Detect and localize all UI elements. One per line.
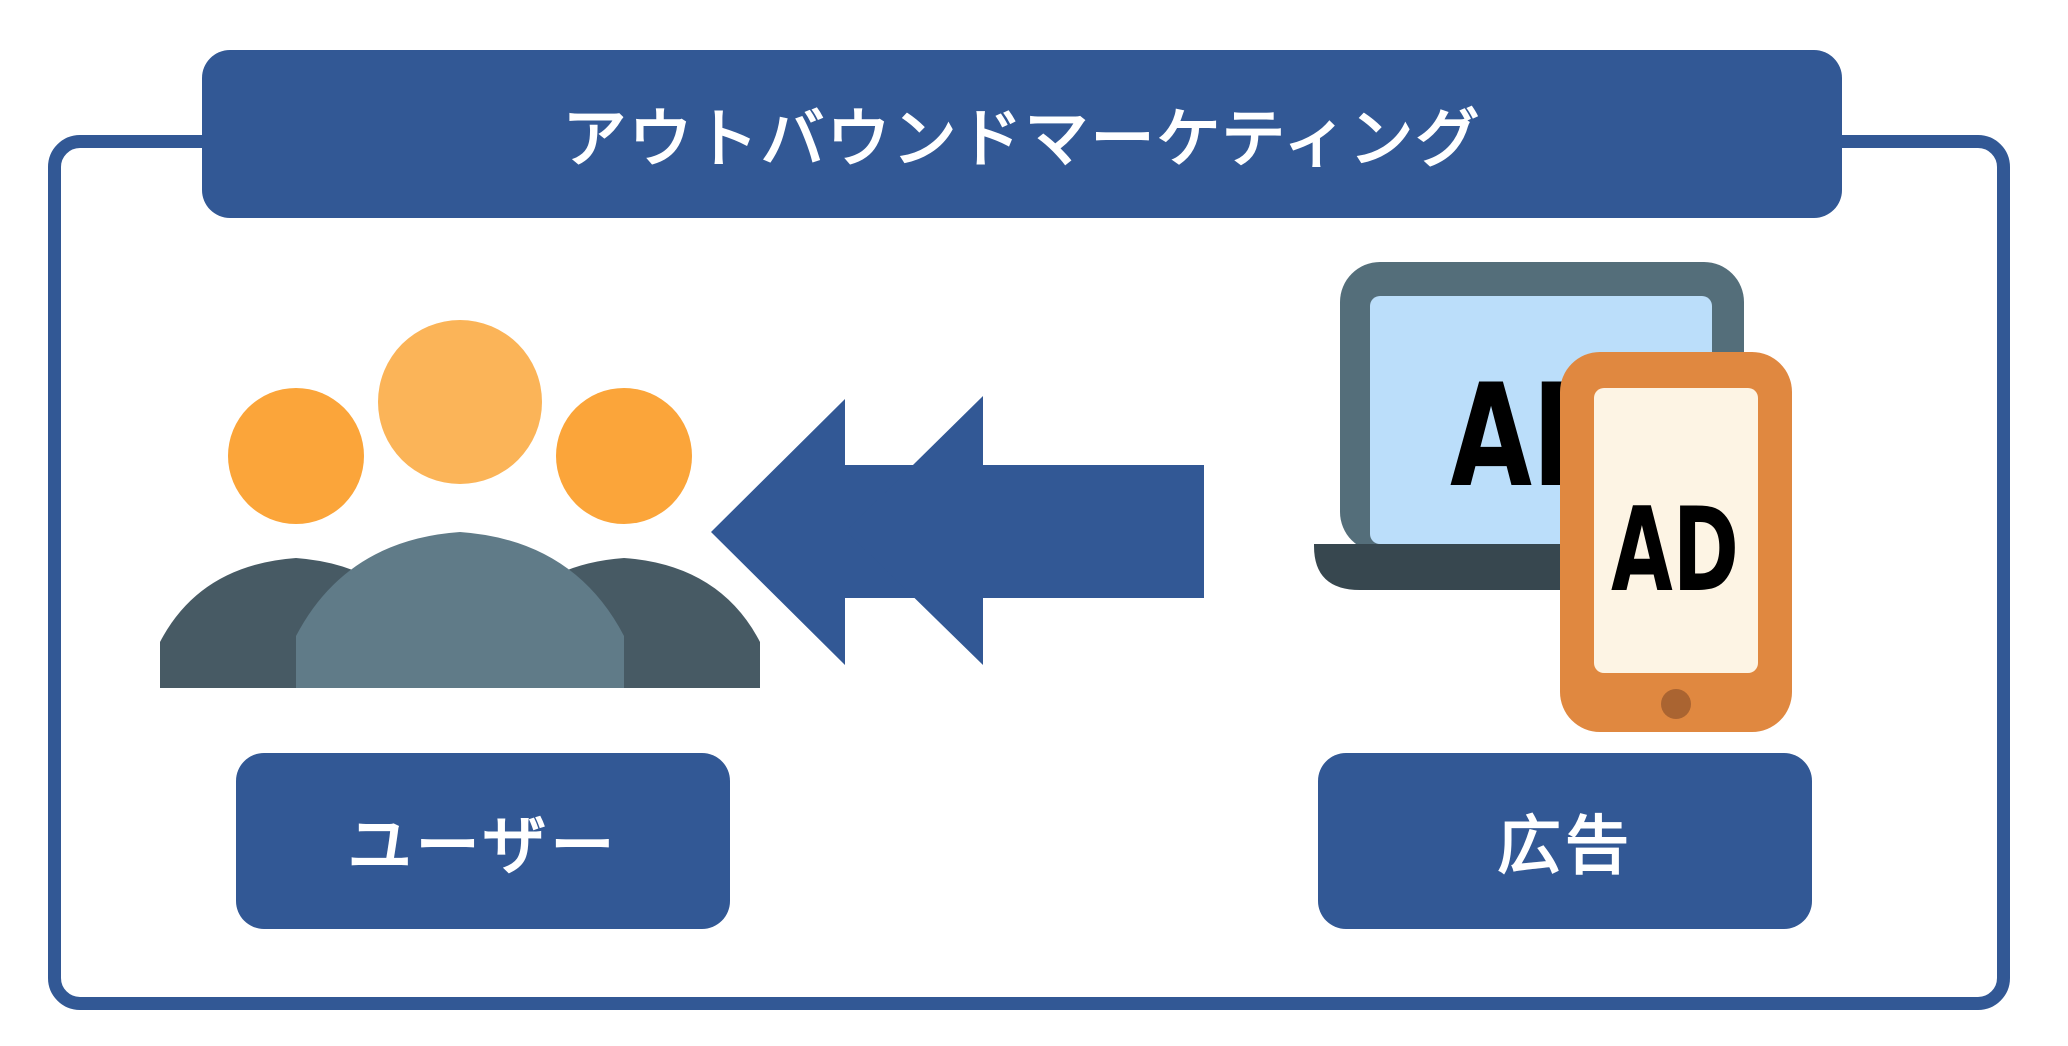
user-label-text: ユーザー bbox=[347, 810, 619, 884]
user-center-body bbox=[296, 532, 624, 688]
tablet-icon: AD bbox=[1560, 352, 1792, 732]
diagram-title: アウトバウンドマーケティング bbox=[202, 50, 1842, 218]
tablet-ad-text: AD bbox=[1611, 483, 1739, 618]
left-arrow-shaft bbox=[982, 465, 1204, 598]
user-center-head bbox=[378, 320, 542, 484]
user-label-box: ユーザー bbox=[236, 753, 730, 929]
tablet-screen bbox=[1594, 388, 1758, 673]
diagram-title-text: アウトバウンドマーケティング bbox=[562, 103, 1482, 177]
tablet-home-button bbox=[1661, 689, 1691, 719]
ad-label-box: 広告 bbox=[1318, 753, 1812, 929]
users-icon bbox=[160, 320, 760, 688]
user-right-head bbox=[556, 388, 692, 524]
left-arrow-head bbox=[846, 396, 983, 665]
ad-label-text: 広告 bbox=[1497, 810, 1633, 884]
user-left-head bbox=[228, 388, 364, 524]
